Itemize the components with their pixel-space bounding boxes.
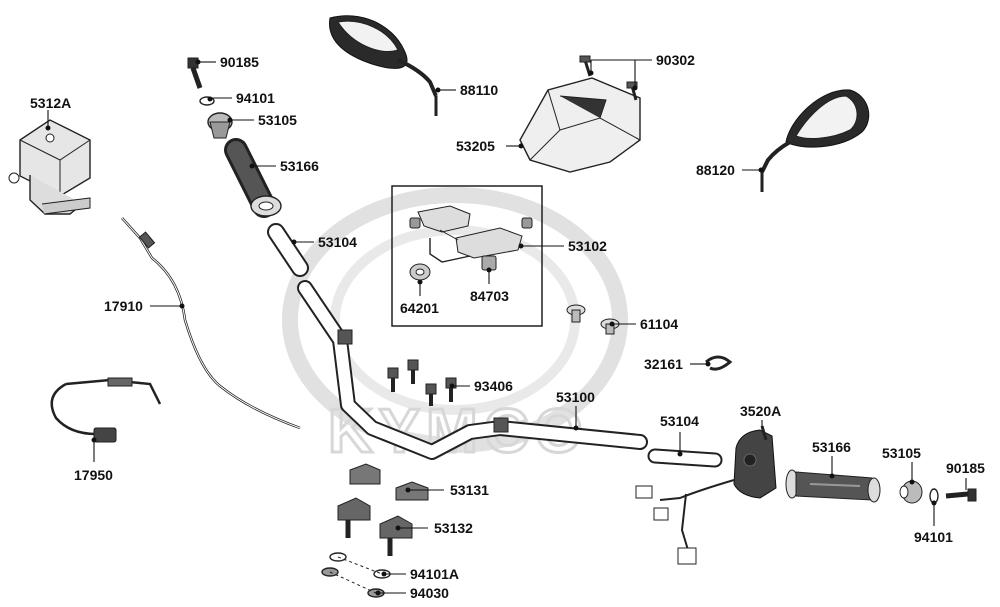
bolt-bottom [945, 488, 977, 502]
clamps-upper [349, 463, 429, 501]
label-88120: 88120 [696, 162, 735, 178]
label-53104-top: 53104 [318, 234, 357, 250]
label-84703: 84703 [470, 288, 509, 304]
label-53102: 53102 [568, 238, 607, 254]
mirror-left [329, 15, 438, 116]
label-88110: 88110 [460, 82, 498, 98]
label-90302: 90302 [656, 52, 695, 68]
bar-end-tube-left [267, 223, 309, 277]
handlebar-cover [519, 77, 641, 173]
detail-box [391, 185, 543, 327]
bar-end-weight-right [899, 480, 923, 504]
label-53104-bottom: 53104 [660, 413, 699, 429]
leader-lines [45, 59, 967, 596]
label-53131: 53131 [450, 482, 489, 498]
label-5312A: 5312A [30, 95, 71, 111]
label-94101-bottom: 94101 [914, 529, 953, 545]
clamps-lower [337, 497, 413, 556]
label-3520A: 3520A [740, 403, 781, 419]
clip-32161 [705, 355, 733, 371]
bar-end-tube-right [647, 448, 723, 468]
cable-17910 [121, 217, 301, 430]
label-94030: 94030 [410, 585, 449, 601]
label-17910: 17910 [104, 298, 143, 314]
nuts-94030 [321, 567, 385, 598]
label-90185-top: 90185 [220, 54, 259, 70]
handlebar-53100 [297, 280, 648, 460]
label-53105-bottom: 53105 [882, 445, 921, 461]
label-53166-bottom: 53166 [812, 439, 851, 455]
washers-94101A [329, 552, 391, 579]
mirror-right [760, 89, 870, 192]
bolts-93406 [387, 359, 457, 406]
label-90185-bottom: 90185 [946, 460, 985, 476]
label-94101A: 94101A [410, 566, 459, 582]
cable-17950 [50, 377, 162, 443]
label-32161: 32161 [644, 356, 683, 372]
label-61104: 61104 [640, 316, 678, 332]
grip-right [785, 469, 881, 503]
master-cylinder [8, 119, 91, 215]
label-53205: 53205 [456, 138, 495, 154]
label-17950: 17950 [74, 467, 113, 483]
label-53166-top: 53166 [280, 158, 319, 174]
label-53105-top: 53105 [258, 112, 297, 128]
part-labels: 5312A 90185 94101 53105 53166 53104 8811… [30, 52, 985, 601]
label-93406: 93406 [474, 378, 513, 394]
switch-assembly [635, 425, 777, 565]
label-53100: 53100 [556, 389, 595, 405]
label-64201: 64201 [400, 300, 439, 316]
grip-left [224, 138, 282, 218]
label-53132: 53132 [434, 520, 473, 536]
bar-end-weight-left [207, 112, 233, 139]
label-94101-top: 94101 [236, 90, 275, 106]
